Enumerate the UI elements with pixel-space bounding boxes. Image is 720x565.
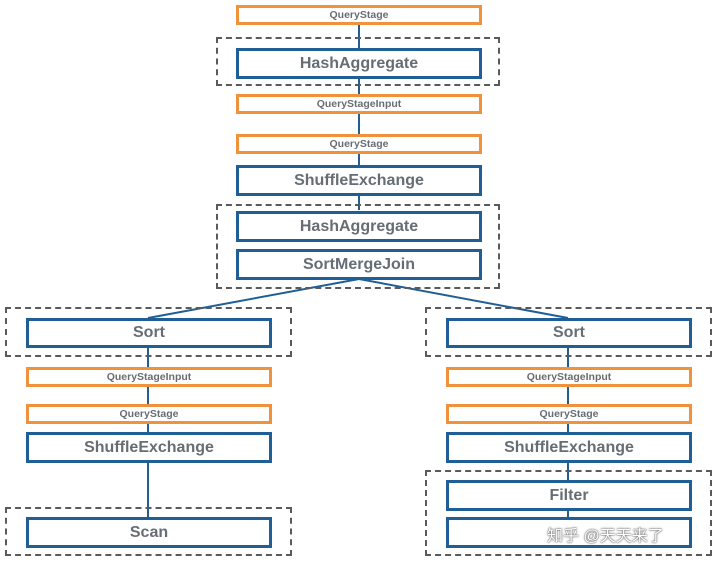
hashaggregate-node-top: HashAggregate (236, 48, 482, 79)
stage-group-right-sort (425, 307, 712, 357)
bottom-node-right (446, 517, 692, 548)
filter-node-right: Filter (446, 480, 692, 511)
sortmergejoin-node: SortMergeJoin (236, 249, 482, 280)
edge-join-to-right-sort (358, 278, 569, 319)
hashaggregate-node-mid: HashAggregate (236, 211, 482, 242)
querystage-node-root: QueryStage (236, 134, 482, 154)
shuffleexchange-node-root: ShuffleExchange (236, 165, 482, 196)
shuffleexchange-node-right: ShuffleExchange (446, 432, 692, 463)
querystageinput-node-left: QueryStageInput (26, 367, 272, 387)
shuffleexchange-node-left: ShuffleExchange (26, 432, 272, 463)
sort-node-right: Sort (446, 318, 692, 348)
querystage-node-top: QueryStage (236, 5, 482, 25)
watermark-text: 知乎 @天天来了 (547, 528, 664, 545)
querystage-node-right: QueryStage (446, 404, 692, 424)
querystageinput-node-right: QueryStageInput (446, 367, 692, 387)
edge-join-to-left-sort (147, 278, 360, 319)
stage-group-aggregate-join (216, 204, 500, 289)
stage-group-left-sort (5, 307, 292, 357)
sort-node-left: Sort (26, 318, 272, 348)
scan-node-left: Scan (26, 517, 272, 548)
stage-group-top-hashaggregate (216, 37, 500, 86)
stage-group-left-scan (5, 507, 292, 556)
querystageinput-node-root: QueryStageInput (236, 94, 482, 114)
querystage-node-left: QueryStage (26, 404, 272, 424)
stage-group-right-filter (425, 470, 712, 556)
